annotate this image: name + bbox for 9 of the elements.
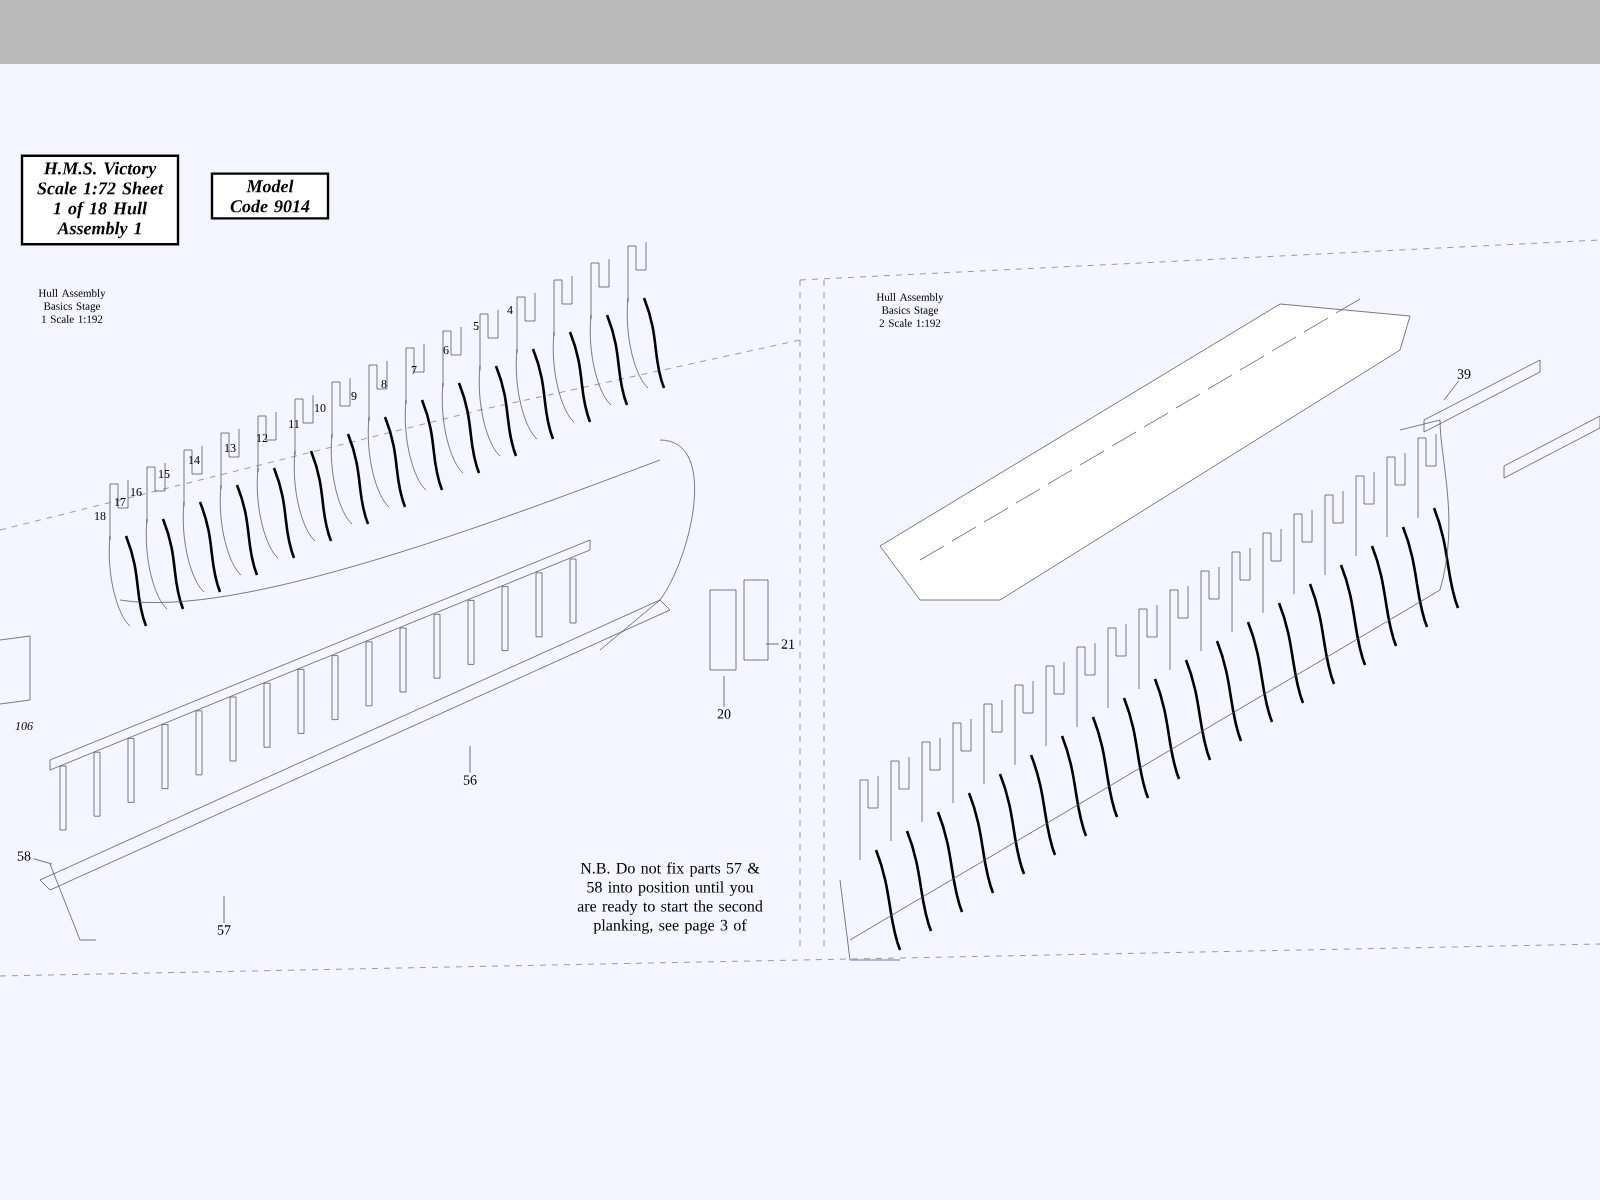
leader-line — [723, 675, 725, 708]
leader-line — [33, 858, 53, 865]
title-box: Model Code 9014 — [210, 172, 330, 220]
leader-line — [1443, 380, 1459, 401]
leader-line — [765, 643, 779, 645]
leader-line — [223, 895, 225, 924]
leader-line — [469, 745, 471, 774]
note-text: N.B. Do not fix parts 57 & 58 into position until you are ready to start the second planking, see page 3 of — [577, 862, 763, 934]
title-box: H.M.S. Victory Scale 1:72 Sheet 1 of 18 Hull Assembly 1 — [20, 154, 180, 246]
